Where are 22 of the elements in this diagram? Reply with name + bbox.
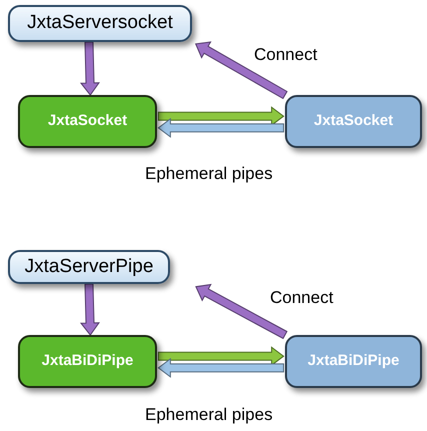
block-arrow — [158, 358, 284, 378]
node-label: JxtaBiDiPipe — [308, 351, 400, 372]
socket-box — [18, 335, 157, 388]
caption-text: Ephemeral pipes — [145, 163, 273, 184]
node-label: JxtaSocket — [48, 111, 128, 132]
server-box — [8, 250, 170, 284]
block-arrow — [158, 118, 284, 138]
block-arrow — [158, 346, 284, 366]
socket-box — [285, 335, 422, 388]
block-arrow — [194, 41, 288, 100]
block-arrow — [80, 283, 100, 336]
block-arrow — [158, 106, 284, 126]
node-label: JxtaBiDiPipe — [42, 351, 134, 372]
block-arrow — [195, 284, 288, 340]
node-label: JxtaSocket — [314, 111, 394, 132]
node-label: JxtaServersocket — [27, 11, 173, 36]
socket-box — [18, 95, 157, 148]
caption-text: Ephemeral pipes — [145, 404, 273, 426]
server-box — [8, 5, 192, 42]
socket-box — [285, 95, 422, 148]
node-label: JxtaServerPipe — [24, 254, 154, 279]
block-arrow — [80, 41, 100, 96]
